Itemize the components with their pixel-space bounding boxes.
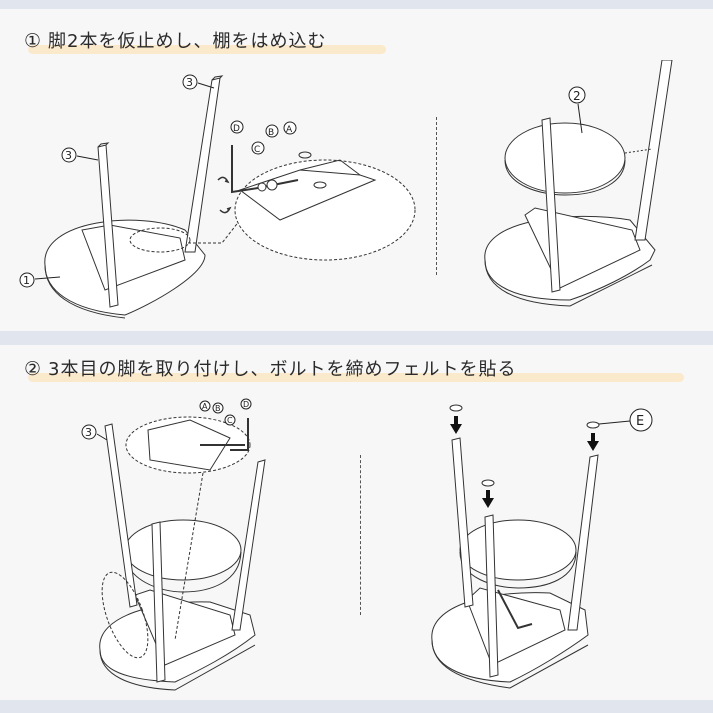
label-part-c: C bbox=[251, 141, 265, 155]
label-part-a: A bbox=[283, 121, 297, 135]
svg-text:C: C bbox=[254, 145, 260, 155]
svg-text:B: B bbox=[268, 128, 274, 138]
svg-text:C: C bbox=[227, 416, 233, 425]
section-divider-band bbox=[0, 331, 713, 345]
label-part-d: D bbox=[230, 120, 244, 134]
down-arrow-icon bbox=[450, 416, 462, 434]
label-part-c: C bbox=[224, 414, 236, 426]
label-leg-3-right: 3 bbox=[182, 74, 215, 90]
svg-text:A: A bbox=[202, 402, 208, 411]
step2-number: ② bbox=[24, 358, 43, 380]
step2-divider bbox=[360, 455, 361, 615]
bottom-band bbox=[0, 700, 713, 713]
svg-text:D: D bbox=[243, 400, 249, 409]
label-leg-3-left: 3 bbox=[61, 147, 99, 163]
svg-text:3: 3 bbox=[186, 76, 193, 89]
label-base-1: 1 bbox=[19, 272, 61, 288]
svg-text:3: 3 bbox=[65, 149, 72, 162]
svg-text:E: E bbox=[636, 414, 644, 429]
svg-text:2: 2 bbox=[573, 89, 581, 103]
svg-text:A: A bbox=[286, 125, 293, 135]
label-part-a: A bbox=[199, 400, 211, 412]
svg-text:3: 3 bbox=[85, 426, 92, 439]
top-band bbox=[0, 0, 713, 9]
svg-text:1: 1 bbox=[23, 274, 30, 287]
step2-title-highlight bbox=[28, 373, 684, 382]
step2-figure-third-leg: 3 A B C D bbox=[60, 390, 360, 700]
step1-figure-shelf: 2 bbox=[420, 60, 713, 330]
step1-divider bbox=[436, 117, 437, 275]
down-arrow-icon bbox=[587, 433, 599, 451]
step2-figure-felt-pads: E bbox=[400, 390, 713, 700]
step2-title-text: 3本目の脚を取り付けし、ボルトを締めフェルトを貼る bbox=[48, 359, 517, 380]
label-felt-pad-e: E bbox=[598, 408, 653, 432]
label-leg-3: 3 bbox=[81, 424, 108, 441]
label-part-b: B bbox=[212, 402, 224, 414]
step1-title-highlight bbox=[28, 45, 386, 54]
label-part-d: D bbox=[240, 398, 252, 410]
down-arrow-icon bbox=[482, 490, 494, 508]
step1-figure-two-legs: 3 3 1 D C B A bbox=[0, 60, 420, 330]
svg-text:D: D bbox=[233, 124, 240, 134]
label-shelf-2: 2 bbox=[568, 86, 586, 134]
step1-title-text: 脚2本を仮止めし、棚をはめ込む bbox=[48, 31, 327, 52]
step1-number: ① bbox=[24, 30, 43, 52]
label-part-b: B bbox=[265, 124, 279, 138]
svg-text:B: B bbox=[215, 404, 221, 413]
